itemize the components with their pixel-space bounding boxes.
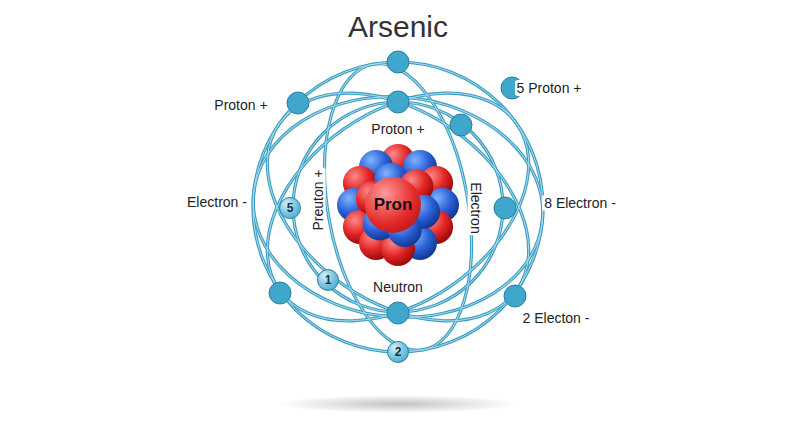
callout-number: 5 bbox=[287, 201, 294, 215]
electron-balls bbox=[269, 51, 526, 324]
part-label: Neutron bbox=[371, 279, 425, 295]
part-label: 2 Electon - bbox=[521, 310, 592, 326]
electron-number-ball: 2 bbox=[387, 341, 409, 363]
title: Arsenic bbox=[348, 10, 448, 44]
electron-number-ball: 5 bbox=[279, 197, 301, 219]
part-label: 5 Proton + bbox=[515, 80, 584, 96]
part-label: Electron - bbox=[185, 194, 249, 210]
callout-number: 1 bbox=[325, 273, 332, 287]
nucleus bbox=[337, 144, 459, 266]
part-label: Proton + bbox=[369, 121, 426, 137]
part-label: 8 Electron - bbox=[542, 195, 618, 211]
part-label: Proton + bbox=[212, 97, 269, 113]
electron-number-ball: 1 bbox=[317, 269, 339, 291]
shadow bbox=[278, 395, 518, 413]
nucleus-center-ball: Pron bbox=[365, 177, 421, 233]
vertical-label: Electron bbox=[468, 180, 484, 235]
vertical-label: Preuton + bbox=[310, 167, 326, 232]
callout-number: 2 bbox=[395, 345, 402, 359]
nucleus-label: Pron bbox=[374, 195, 413, 215]
